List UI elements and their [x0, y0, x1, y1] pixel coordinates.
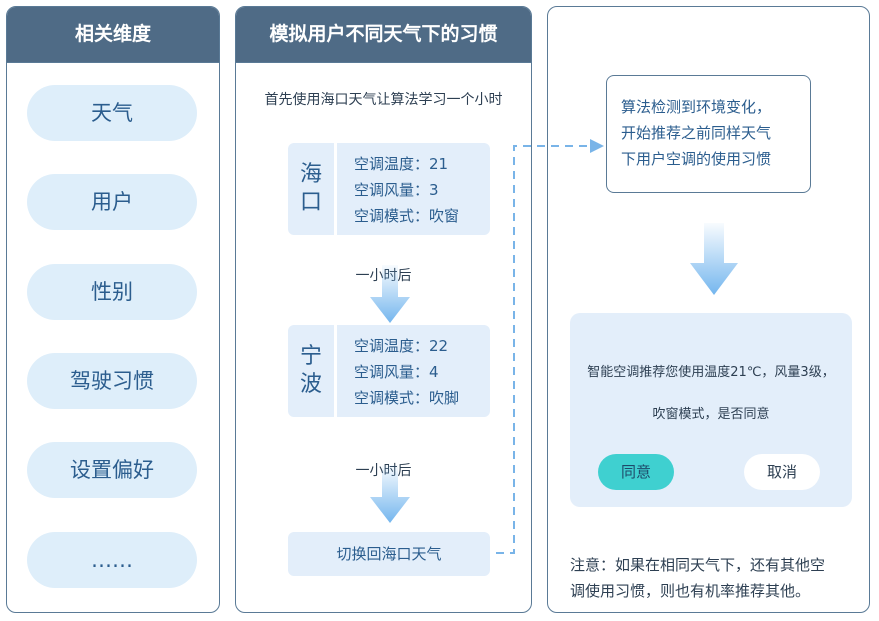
dimensions-title: 相关维度 — [7, 7, 219, 63]
dimensions-panel: 相关维度 天气 用户 性别 驾驶习惯 设置偏好 …… — [6, 6, 220, 613]
ac-mode: 空调模式：吹窗 — [354, 207, 460, 225]
ac-mode: 空调模式：吹脚 — [354, 389, 460, 407]
city-name-ningbo: 宁 波 — [288, 325, 334, 417]
ningbo-card: 宁 波 空调温度：22 空调风量：4 空调模式：吹脚 — [288, 325, 490, 417]
ac-fan-speed: 空调风量：4 — [354, 363, 439, 381]
haikou-card: 海 口 空调温度：21 空调风量：3 空调模式：吹窗 — [288, 143, 490, 235]
dimension-user: 用户 — [27, 174, 197, 230]
down-arrow-icon — [370, 265, 410, 323]
city-name-haikou: 海 口 — [288, 143, 334, 235]
down-arrow-icon — [370, 465, 410, 523]
dimension-driving-habit: 驾驶习惯 — [27, 353, 197, 409]
card-divider — [334, 143, 337, 235]
simulation-panel: 模拟用户不同天气下的习惯 首先使用海口天气让算法学习一个小时 海 口 空调温度：… — [235, 6, 532, 613]
city-char: 波 — [299, 372, 322, 397]
card-divider — [334, 325, 337, 417]
recommendation-message-line: 智能空调推荐您使用温度21℃，风量3级， — [587, 365, 835, 380]
city-char: 海 — [299, 162, 322, 187]
detection-line: 算法检测到环境变化， — [621, 98, 772, 116]
recommendation-message-line: 吹窗模式，是否同意 — [652, 407, 770, 422]
recommendation-panel: 算法检测到环境变化， 开始推荐之前同样天气 下用户空调的使用习惯 智能空调推荐您… — [547, 6, 870, 613]
ac-fan-speed: 空调风量：3 — [354, 181, 439, 199]
dimension-weather: 天气 — [27, 85, 197, 141]
down-arrow-icon — [690, 223, 738, 295]
city-char: 口 — [299, 190, 322, 215]
recommendation-card: 智能空调推荐您使用温度21℃，风量3级， 吹窗模式，是否同意 同意 取消 — [570, 313, 852, 507]
ac-temperature: 空调温度：21 — [354, 155, 449, 173]
note-text: 注意：如果在相同天气下，还有其他空 调使用习惯，则也有机率推荐其他。 — [570, 552, 860, 604]
agree-button[interactable]: 同意 — [598, 454, 674, 490]
simulation-intro: 首先使用海口天气让算法学习一个小时 — [264, 92, 503, 108]
dimension-gender: 性别 — [27, 264, 197, 320]
ac-temperature: 空调温度：22 — [354, 337, 449, 355]
haikou-settings: 空调温度：21 空调风量：3 空调模式：吹窗 — [354, 151, 459, 229]
cancel-button[interactable]: 取消 — [744, 454, 820, 490]
detection-box: 算法检测到环境变化， 开始推荐之前同样天气 下用户空调的使用习惯 — [606, 75, 811, 193]
detection-line: 下用户空调的使用习惯 — [621, 150, 772, 168]
simulation-title: 模拟用户不同天气下的习惯 — [236, 7, 531, 63]
city-char: 宁 — [299, 344, 322, 369]
switch-back-haikou: 切换回海口天气 — [288, 532, 490, 576]
note-line: 注意：如果在相同天气下，还有其他空 — [570, 556, 826, 574]
note-line: 调使用习惯，则也有机率推荐其他。 — [570, 582, 811, 600]
dimension-more: …… — [27, 532, 197, 588]
detection-line: 开始推荐之前同样天气 — [621, 124, 772, 142]
ningbo-settings: 空调温度：22 空调风量：4 空调模式：吹脚 — [354, 333, 459, 411]
dimension-setting-preference: 设置偏好 — [27, 442, 197, 498]
